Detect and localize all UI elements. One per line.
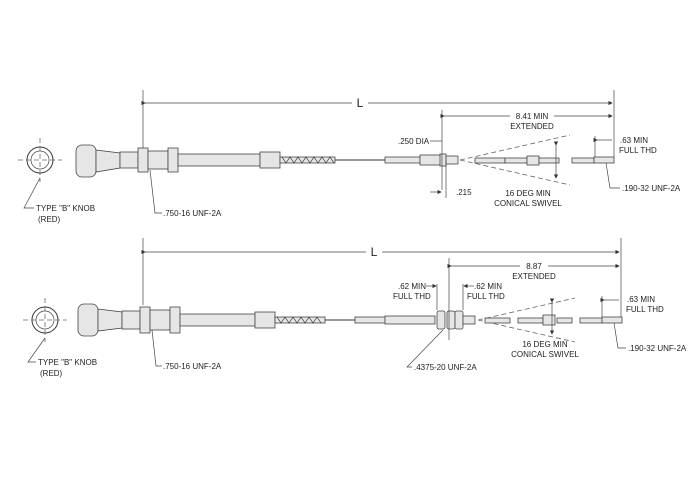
bulkhead-nut [137, 147, 149, 173]
swivel-angle: 16 DEG MIN [505, 189, 551, 198]
rod-dia-label: .250 DIA [398, 137, 430, 146]
swivel-label: CONICAL SWIVEL [511, 350, 579, 359]
extended-value: 8.41 MIN [516, 112, 549, 121]
knob-color: (RED) [38, 215, 61, 224]
bulkhead-nut [139, 306, 151, 334]
end-thd-value: .63 MIN [627, 295, 655, 304]
end-thread-rod [601, 316, 623, 324]
knob-collar [95, 149, 121, 173]
swivel-angle: 16 DEG MIN [522, 340, 568, 349]
bulkhead-thread-label: .750-16 UNF-2A [163, 362, 222, 371]
length-label: L [357, 96, 364, 110]
conduit-tube [177, 153, 261, 167]
jam-nut [436, 310, 446, 330]
bulkhead-thread-label: .750-16 UNF-2A [163, 209, 222, 218]
end-thread-label: .190-32 UNF-2A [622, 184, 681, 193]
right-thd-value: .62 MIN [474, 282, 502, 291]
swivel-label: CONICAL SWIVEL [494, 199, 562, 208]
right-thd-label: FULL THD [467, 292, 505, 301]
mid-thread-label: .4375-20 UNF-2A [414, 363, 477, 372]
end-thd-label: FULL THD [626, 305, 664, 314]
extended-value: 8.87 [526, 262, 542, 271]
knob [75, 144, 97, 178]
knob-color: (RED) [40, 369, 63, 378]
conduit-tube [179, 313, 256, 327]
knob-end-view [23, 298, 67, 342]
knob-label: TYPE "B" KNOB [38, 358, 97, 367]
left-thd-value: .62 MIN [398, 282, 426, 291]
extended-label: EXTENDED [512, 272, 556, 281]
extended-label: EXTENDED [510, 122, 554, 131]
top-assembly: L 8.41 MIN EXTENDED .250 DIA .215 16 DEG… [18, 90, 681, 224]
knob-label: TYPE "B" KNOB [36, 204, 95, 213]
knob-end-view [18, 138, 62, 182]
knob [77, 303, 99, 337]
left-thd-label: FULL THD [393, 292, 431, 301]
bottom-assembly: L 8.87 EXTENDED .62 MIN FULL THD .62 MIN… [23, 238, 687, 378]
end-thread-label: .190-32 UNF-2A [628, 344, 687, 353]
end-thd-label: FULL THD [619, 146, 657, 155]
end-thread-rod [593, 156, 615, 164]
rod-length-label: .215 [456, 188, 472, 197]
end-thd-value: .63 MIN [620, 136, 648, 145]
length-label: L [371, 245, 378, 259]
